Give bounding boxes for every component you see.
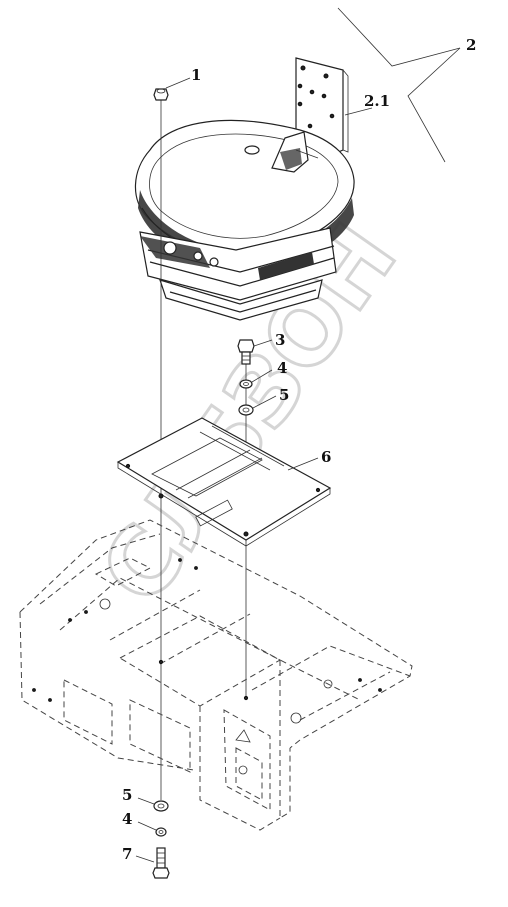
callout-seat-bracket: 2.1: [364, 92, 390, 110]
callout-bolt-top: 3: [275, 331, 285, 349]
bottom-fasteners: [135, 797, 170, 879]
cab-floor-frame: [19, 519, 413, 831]
callout-seat-assembly: 2: [466, 36, 476, 54]
callout-lock-washer-top: 4: [277, 359, 287, 377]
callout-lock-washer-bottom: 4: [122, 810, 132, 828]
callout-bolt-bottom: 7: [122, 845, 132, 863]
callout-flat-washer-bottom: 5: [122, 786, 132, 804]
seat-suspension: [139, 227, 337, 321]
callout-flat-washer-top: 5: [279, 386, 289, 404]
seat-assembly-leader: [337, 7, 461, 163]
nut-top: [153, 77, 191, 101]
top-fasteners: [237, 339, 277, 416]
callout-mounting-plate: 6: [321, 448, 331, 466]
mounting-plate: [116, 417, 332, 547]
callout-nut-top: 1: [191, 66, 201, 84]
